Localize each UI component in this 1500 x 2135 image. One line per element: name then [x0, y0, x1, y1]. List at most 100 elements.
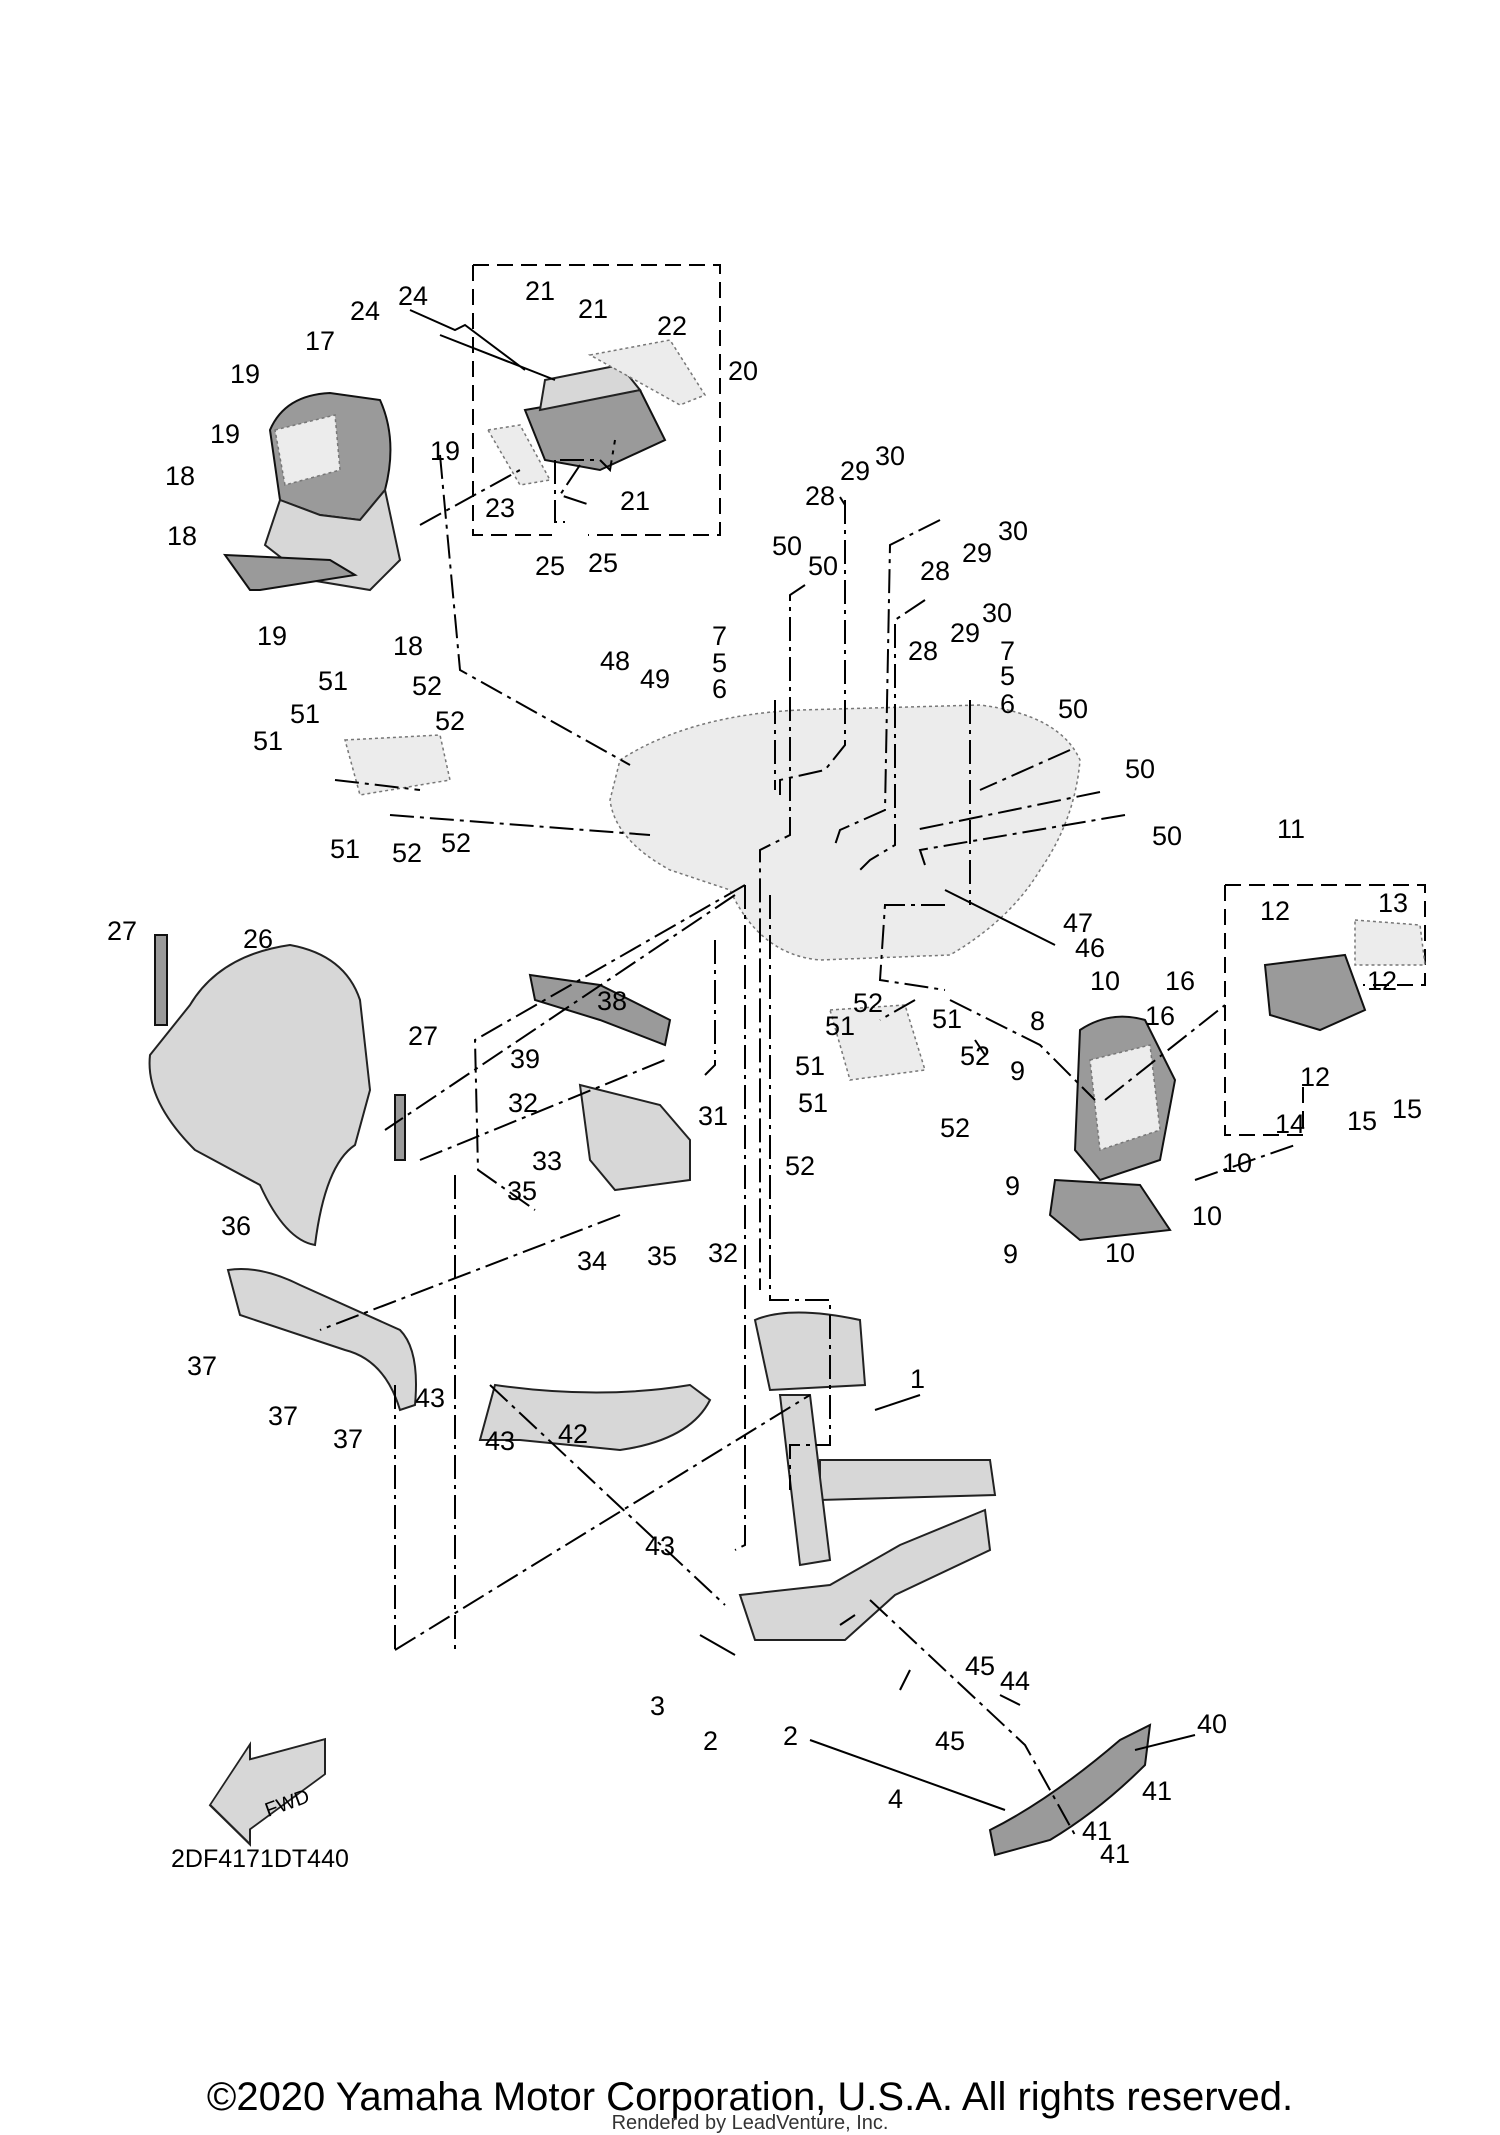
callout-52: 52 — [441, 828, 471, 858]
part-23-trim — [486, 424, 552, 486]
callout-18: 18 — [393, 631, 423, 661]
callout-18: 18 — [167, 521, 197, 551]
callout-22: 22 — [657, 311, 687, 341]
callout-10: 10 — [1090, 966, 1120, 996]
callout-28: 28 — [920, 556, 950, 586]
box-group-11 — [1224, 884, 1426, 1136]
callout-25: 25 — [535, 551, 565, 581]
callout-50: 50 — [1125, 754, 1155, 784]
callout-29: 29 — [962, 538, 992, 568]
callout-50: 50 — [772, 531, 802, 561]
callout-29: 29 — [950, 618, 980, 648]
part-42-cover — [478, 1383, 712, 1452]
part-26-backrest — [148, 943, 372, 1247]
diagram-code: 2DF4171DT440 — [171, 1845, 349, 1873]
callout-36: 36 — [221, 1211, 251, 1241]
callout-10: 10 — [1105, 1238, 1135, 1268]
callout-51: 51 — [932, 1004, 962, 1034]
callout-19: 19 — [257, 621, 287, 651]
callout-23: 23 — [485, 493, 515, 523]
callout-18: 18 — [165, 461, 195, 491]
callout-52: 52 — [960, 1041, 990, 1071]
callout-51: 51 — [825, 1011, 855, 1041]
callout-52: 52 — [435, 706, 465, 736]
callout-31: 31 — [698, 1101, 728, 1131]
callout-21: 21 — [525, 276, 555, 306]
callout-7: 7 — [1000, 636, 1015, 666]
part-17-cowl — [222, 391, 402, 592]
callout-47: 47 — [1063, 908, 1093, 938]
callout-10: 10 — [1192, 1201, 1222, 1231]
callout-20: 20 — [728, 356, 758, 386]
callout-51: 51 — [795, 1051, 825, 1081]
callout-42: 42 — [558, 1419, 588, 1449]
callout-9: 9 — [1010, 1056, 1025, 1086]
callout-35: 35 — [507, 1176, 537, 1206]
callout-27: 27 — [408, 1021, 438, 1051]
callout-29: 29 — [840, 456, 870, 486]
callout-16: 16 — [1165, 966, 1195, 996]
callout-34: 34 — [577, 1246, 607, 1276]
callout-21: 21 — [620, 486, 650, 516]
callout-4: 4 — [888, 1784, 903, 1814]
callout-41: 41 — [1100, 1839, 1130, 1869]
callout-52: 52 — [853, 988, 883, 1018]
callout-50: 50 — [1058, 694, 1088, 724]
callout-1: 1 — [910, 1364, 925, 1394]
callout-30: 30 — [875, 441, 905, 471]
callout-19: 19 — [230, 359, 260, 389]
callout-52: 52 — [785, 1151, 815, 1181]
callout-6: 6 — [1000, 689, 1015, 719]
callout-15: 15 — [1392, 1094, 1422, 1124]
callout-51: 51 — [798, 1088, 828, 1118]
part-40-cover — [988, 1723, 1152, 1857]
callout-28: 28 — [908, 636, 938, 666]
callout-50: 50 — [1152, 821, 1182, 851]
callout-32: 32 — [508, 1088, 538, 1118]
callout-48: 48 — [600, 646, 630, 676]
callout-5: 5 — [712, 648, 727, 678]
callout-51: 51 — [290, 699, 320, 729]
part-8-cowl-right — [1048, 1015, 1177, 1242]
part-13-trim — [1354, 919, 1426, 966]
callout-40: 40 — [1197, 1709, 1227, 1739]
fwd-arrow: FWD — [208, 1737, 326, 1847]
callout-51: 51 — [330, 834, 360, 864]
callout-21: 21 — [578, 294, 608, 324]
part-27a-strip — [154, 934, 168, 1026]
callout-2: 2 — [703, 1726, 718, 1756]
callout-51: 51 — [253, 726, 283, 756]
part-22-trim — [587, 339, 707, 406]
callout-28: 28 — [805, 481, 835, 511]
callout-9: 9 — [1003, 1239, 1018, 1269]
part-36-cover — [226, 1268, 417, 1412]
box-group-20 — [472, 264, 721, 536]
callout-51: 51 — [318, 666, 348, 696]
callout-45: 45 — [965, 1651, 995, 1681]
callout-5: 5 — [1000, 661, 1015, 691]
callout-24: 24 — [350, 296, 380, 326]
copyright-notice: ©2020 Yamaha Motor Corporation, U.S.A. A… — [206, 2075, 1294, 2119]
rendered-by-credit: Rendered by LeadVenture, Inc. — [611, 2112, 889, 2134]
callout-38: 38 — [597, 986, 627, 1016]
callout-27: 27 — [107, 916, 137, 946]
callout-49: 49 — [640, 664, 670, 694]
part-14-cover — [1263, 953, 1367, 1032]
frame-right-bracket — [829, 1004, 926, 1081]
callout-10: 10 — [1222, 1148, 1252, 1178]
callout-14: 14 — [1275, 1109, 1305, 1139]
callout-16: 16 — [1145, 1001, 1175, 1031]
callout-46: 46 — [1075, 933, 1105, 963]
callout-17: 17 — [305, 326, 335, 356]
callout-37: 37 — [187, 1351, 217, 1381]
callout-52: 52 — [412, 671, 442, 701]
callout-44: 44 — [1000, 1666, 1030, 1696]
part-31-bracket — [578, 1083, 691, 1192]
callout-52: 52 — [940, 1113, 970, 1143]
callout-11: 11 — [1277, 814, 1305, 844]
callout-8: 8 — [1030, 1006, 1045, 1036]
callout-25: 25 — [588, 548, 618, 578]
callout-37: 37 — [268, 1401, 298, 1431]
part-27b-strip — [394, 1094, 406, 1161]
